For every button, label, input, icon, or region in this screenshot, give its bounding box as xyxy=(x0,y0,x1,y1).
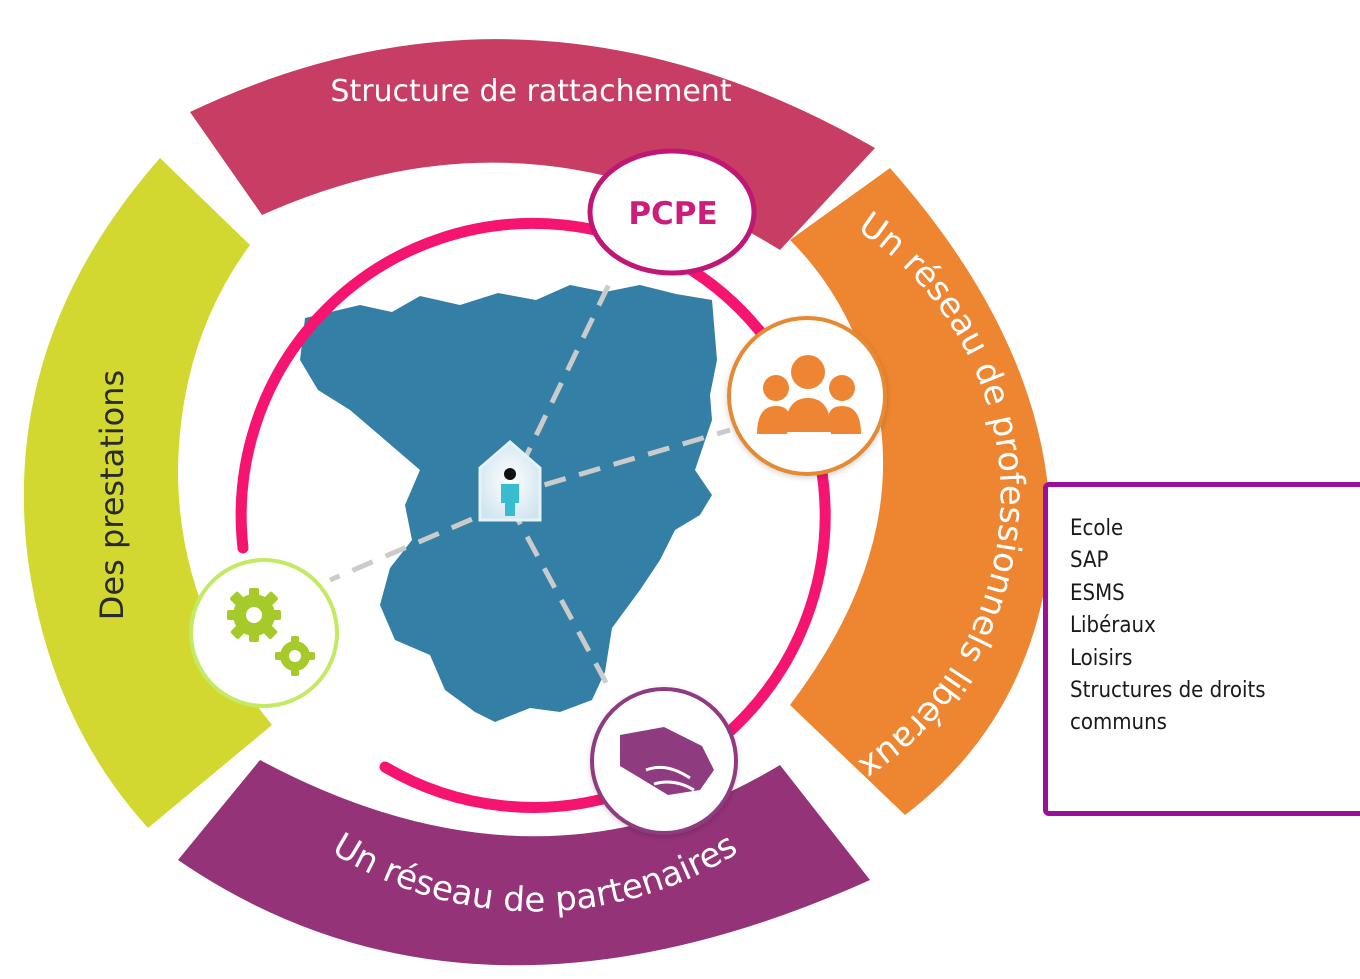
list-item: ESMS xyxy=(1070,580,1125,606)
list-item: Loisirs xyxy=(1070,645,1133,671)
segment-top-label: Structure de rattachement xyxy=(330,74,731,109)
list-item: Ecole xyxy=(1070,516,1124,541)
pcpe-label: PCPE xyxy=(628,196,717,232)
segment-left-label: Des prestations xyxy=(93,370,131,620)
segment-bottom xyxy=(178,760,870,966)
pcpe-bubble xyxy=(587,148,757,276)
list-item: SAP xyxy=(1070,548,1109,574)
list-item: Libéraux xyxy=(1070,613,1156,639)
partners-list-box: Ecole SAP ESMS Libéraux Loisirs Structur… xyxy=(1043,482,1360,816)
person-house-icon xyxy=(478,440,542,522)
segment-right xyxy=(790,168,1051,815)
handshake-icon xyxy=(590,687,738,835)
gears-icon xyxy=(189,558,339,708)
people-group-icon xyxy=(727,316,887,476)
partners-list: Ecole SAP ESMS Libéraux Loisirs Structur… xyxy=(1070,513,1360,740)
list-item: communs xyxy=(1070,710,1167,736)
segment-left xyxy=(23,158,272,828)
list-item: Structures de droits xyxy=(1070,678,1266,704)
